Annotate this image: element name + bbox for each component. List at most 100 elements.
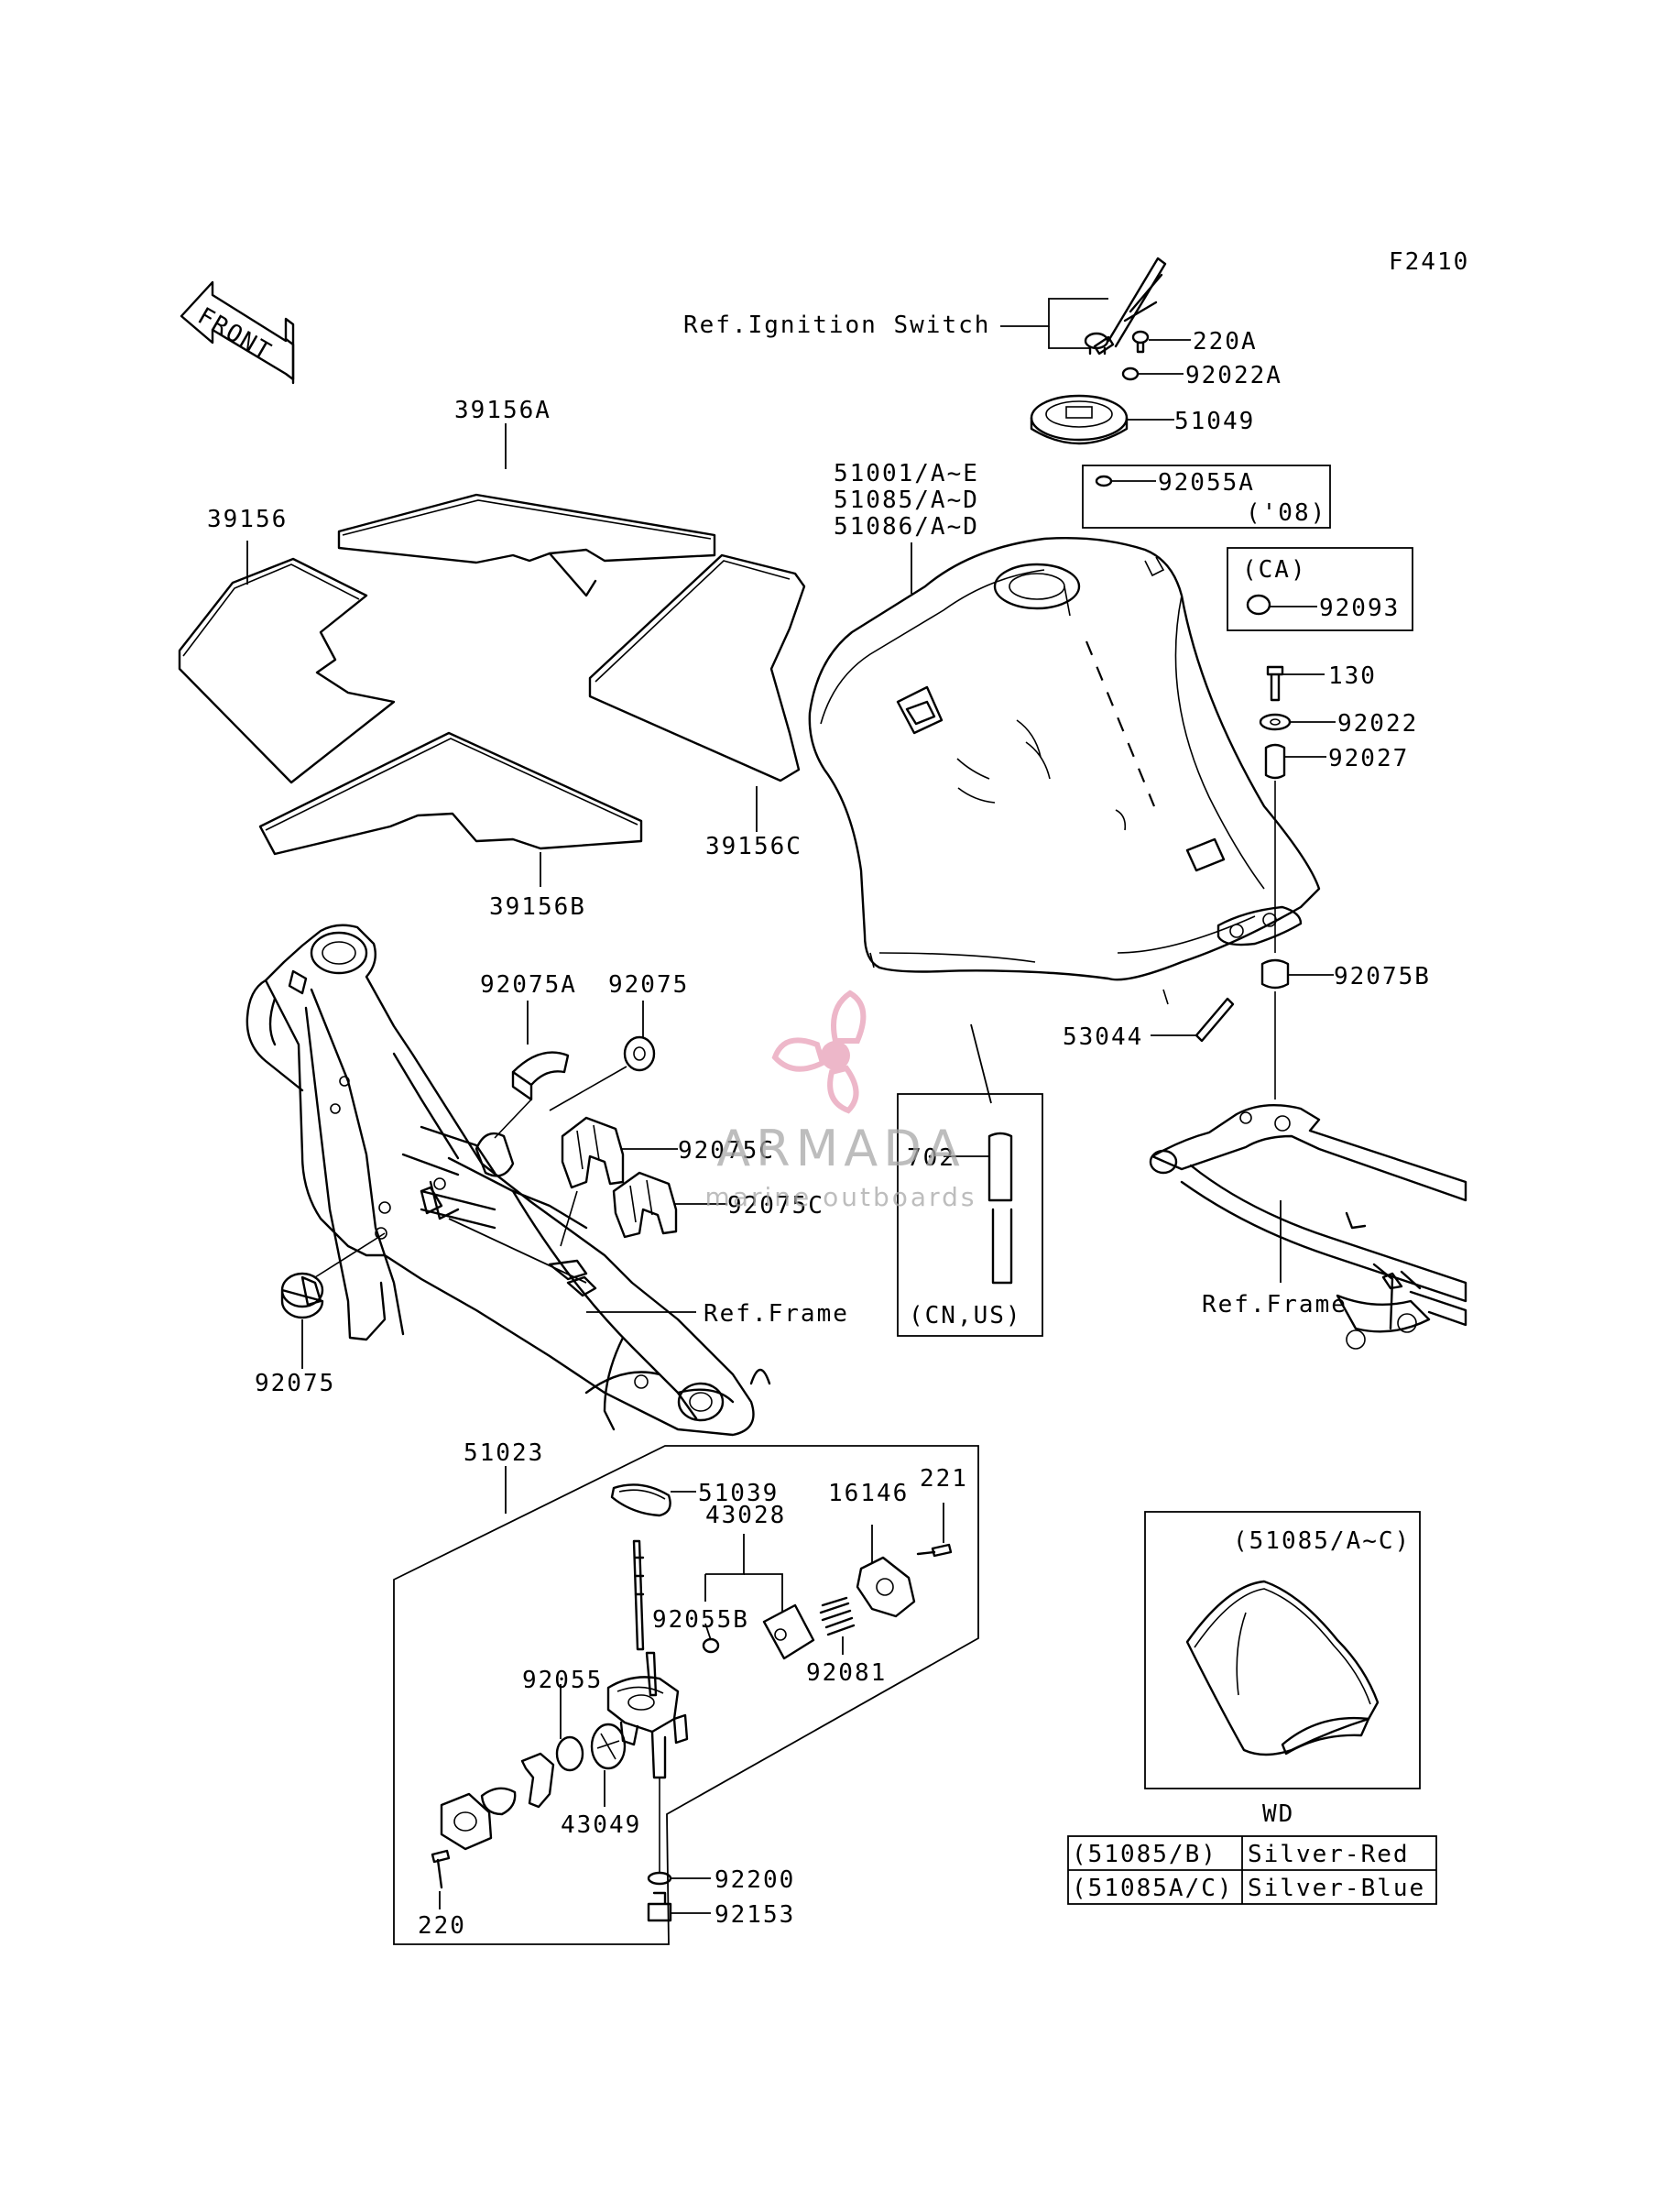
part-label-92027: 92027 bbox=[1328, 745, 1409, 772]
variant-box-cn-us bbox=[897, 1093, 1043, 1337]
tank-label-51001: 51001/A~E bbox=[834, 460, 979, 487]
part-label-130: 130 bbox=[1328, 662, 1377, 690]
screw-221-icon bbox=[916, 1543, 953, 1558]
part-label-92081: 92081 bbox=[806, 1659, 887, 1687]
part-label-51023: 51023 bbox=[464, 1439, 544, 1467]
note-ca: (CA) bbox=[1242, 556, 1307, 584]
bolt-92153-icon bbox=[647, 1891, 672, 1922]
part-label-220a: 220A bbox=[1193, 328, 1258, 356]
part-label-92153: 92153 bbox=[715, 1901, 795, 1929]
ref-ignition-switch-label: Ref.Ignition Switch bbox=[683, 312, 990, 339]
washer-92022-icon bbox=[1259, 713, 1292, 731]
watermark-brand: ARMADA bbox=[716, 1120, 965, 1177]
part-label-39156b: 39156B bbox=[489, 893, 586, 921]
inset-title: (51085/A~C) bbox=[1233, 1527, 1411, 1555]
part-label-51049: 51049 bbox=[1174, 408, 1255, 435]
o-ring-51039-icon bbox=[610, 1483, 671, 1517]
fuel-cock-body bbox=[606, 1539, 689, 1779]
inset-box bbox=[1144, 1511, 1421, 1789]
diaphragm-43028-icon bbox=[762, 1603, 815, 1660]
pad-39156b bbox=[258, 731, 643, 856]
ref-frame-left-label: Ref.Frame bbox=[704, 1300, 849, 1328]
ignition-key-icon bbox=[1084, 257, 1167, 356]
part-label-92022: 92022 bbox=[1337, 710, 1418, 738]
watermark: ARMADA marine outboards bbox=[705, 990, 977, 1212]
front-label: FRONT bbox=[193, 302, 277, 366]
color-table-code-1: (51085/B) bbox=[1072, 1841, 1217, 1868]
grommet-92093-icon bbox=[1246, 594, 1271, 616]
screw-220-icon bbox=[431, 1849, 451, 1889]
part-label-92200: 92200 bbox=[715, 1866, 795, 1894]
fuel-cock-group-box bbox=[393, 1445, 979, 1945]
hose-702-lower-icon bbox=[991, 1208, 1013, 1285]
variant-box-ca bbox=[1227, 547, 1413, 631]
part-label-92055b: 92055B bbox=[652, 1606, 749, 1634]
spring-92081-icon bbox=[819, 1596, 856, 1636]
tank-label-51086: 51086/A~D bbox=[834, 513, 979, 541]
cover-16146-icon bbox=[856, 1556, 916, 1618]
o-ring-92055a-icon bbox=[1095, 475, 1113, 487]
part-label-39156: 39156 bbox=[207, 506, 288, 533]
washer-92022a-icon bbox=[1121, 366, 1140, 381]
screw-220a-icon bbox=[1131, 330, 1150, 354]
hose-702-upper-icon bbox=[987, 1132, 1013, 1202]
part-label-221: 221 bbox=[920, 1465, 968, 1493]
damper-92075-bottom-icon bbox=[280, 1272, 324, 1319]
ref-frame-right-label: Ref.Frame bbox=[1202, 1291, 1347, 1318]
part-label-43049: 43049 bbox=[561, 1811, 641, 1839]
pin-53044-icon bbox=[1195, 997, 1235, 1043]
watermark-tagline: marine outboards bbox=[705, 1182, 977, 1212]
rubber-92075a-icon bbox=[511, 1051, 570, 1101]
pad-39156 bbox=[178, 557, 396, 784]
o-ring-92055-icon bbox=[555, 1735, 584, 1772]
part-label-53044: 53044 bbox=[1063, 1023, 1143, 1051]
rear-frame-right bbox=[1149, 1104, 1467, 1350]
part-label-702: 702 bbox=[907, 1144, 955, 1172]
bolt-130-icon bbox=[1266, 665, 1284, 702]
color-table-color-1: Silver-Red bbox=[1248, 1841, 1410, 1868]
part-label-92055: 92055 bbox=[522, 1667, 603, 1694]
lever-icon bbox=[520, 1752, 555, 1809]
inset-caption: WD bbox=[1262, 1800, 1294, 1828]
front-arrow-icon: FRONT bbox=[180, 280, 295, 385]
part-label-92075c-1: 92075C bbox=[678, 1137, 775, 1165]
tank-cover-inset bbox=[1185, 1580, 1380, 1756]
fuel-tank bbox=[808, 537, 1321, 1005]
main-frame-left bbox=[245, 924, 771, 1437]
diagram-code: F2410 bbox=[1389, 248, 1469, 276]
fuel-cap-icon bbox=[1030, 394, 1129, 445]
collar-92027-icon bbox=[1264, 743, 1286, 780]
part-label-16146: 16146 bbox=[828, 1480, 909, 1507]
filter-43049-icon bbox=[590, 1723, 627, 1770]
damper-92075-top-icon bbox=[623, 1035, 656, 1072]
damper-92075c-2-icon bbox=[612, 1171, 678, 1239]
color-table-color-2: Silver-Blue bbox=[1248, 1875, 1425, 1902]
color-table-code-2: (51085A/C) bbox=[1072, 1875, 1234, 1902]
part-label-92093: 92093 bbox=[1319, 595, 1400, 622]
damper-92075c-1-icon bbox=[561, 1116, 625, 1189]
plate-icon bbox=[440, 1792, 493, 1851]
damper-92075b-icon bbox=[1260, 958, 1290, 990]
propeller-logo-icon bbox=[771, 990, 867, 1114]
tank-label-51085: 51085/A~D bbox=[834, 487, 979, 514]
variant-box-08 bbox=[1082, 465, 1331, 529]
part-label-39156a: 39156A bbox=[454, 397, 551, 424]
part-label-92055a: 92055A bbox=[1158, 469, 1255, 497]
part-label-51039: 51039 bbox=[698, 1480, 779, 1507]
pad-39156a bbox=[337, 493, 716, 597]
part-label-39156c: 39156C bbox=[705, 833, 802, 860]
note-cn-us: (CN,US) bbox=[909, 1302, 1022, 1329]
part-label-92075-bottom: 92075 bbox=[255, 1370, 335, 1397]
part-label-43028: 43028 bbox=[705, 1502, 786, 1529]
part-label-92075-top: 92075 bbox=[608, 971, 689, 999]
color-table: (51085/B) Silver-Red (51085A/C) Silver-B… bbox=[1067, 1835, 1437, 1905]
part-label-92075c-2: 92075C bbox=[727, 1192, 824, 1220]
seal-icon bbox=[480, 1787, 517, 1816]
part-label-92075a: 92075A bbox=[480, 971, 577, 999]
part-label-220: 220 bbox=[418, 1912, 466, 1940]
part-label-92022a: 92022A bbox=[1185, 362, 1282, 389]
o-ring-92055b-icon bbox=[702, 1637, 720, 1654]
note-08: ('08) bbox=[1246, 499, 1326, 527]
part-label-92075b: 92075B bbox=[1334, 963, 1431, 990]
